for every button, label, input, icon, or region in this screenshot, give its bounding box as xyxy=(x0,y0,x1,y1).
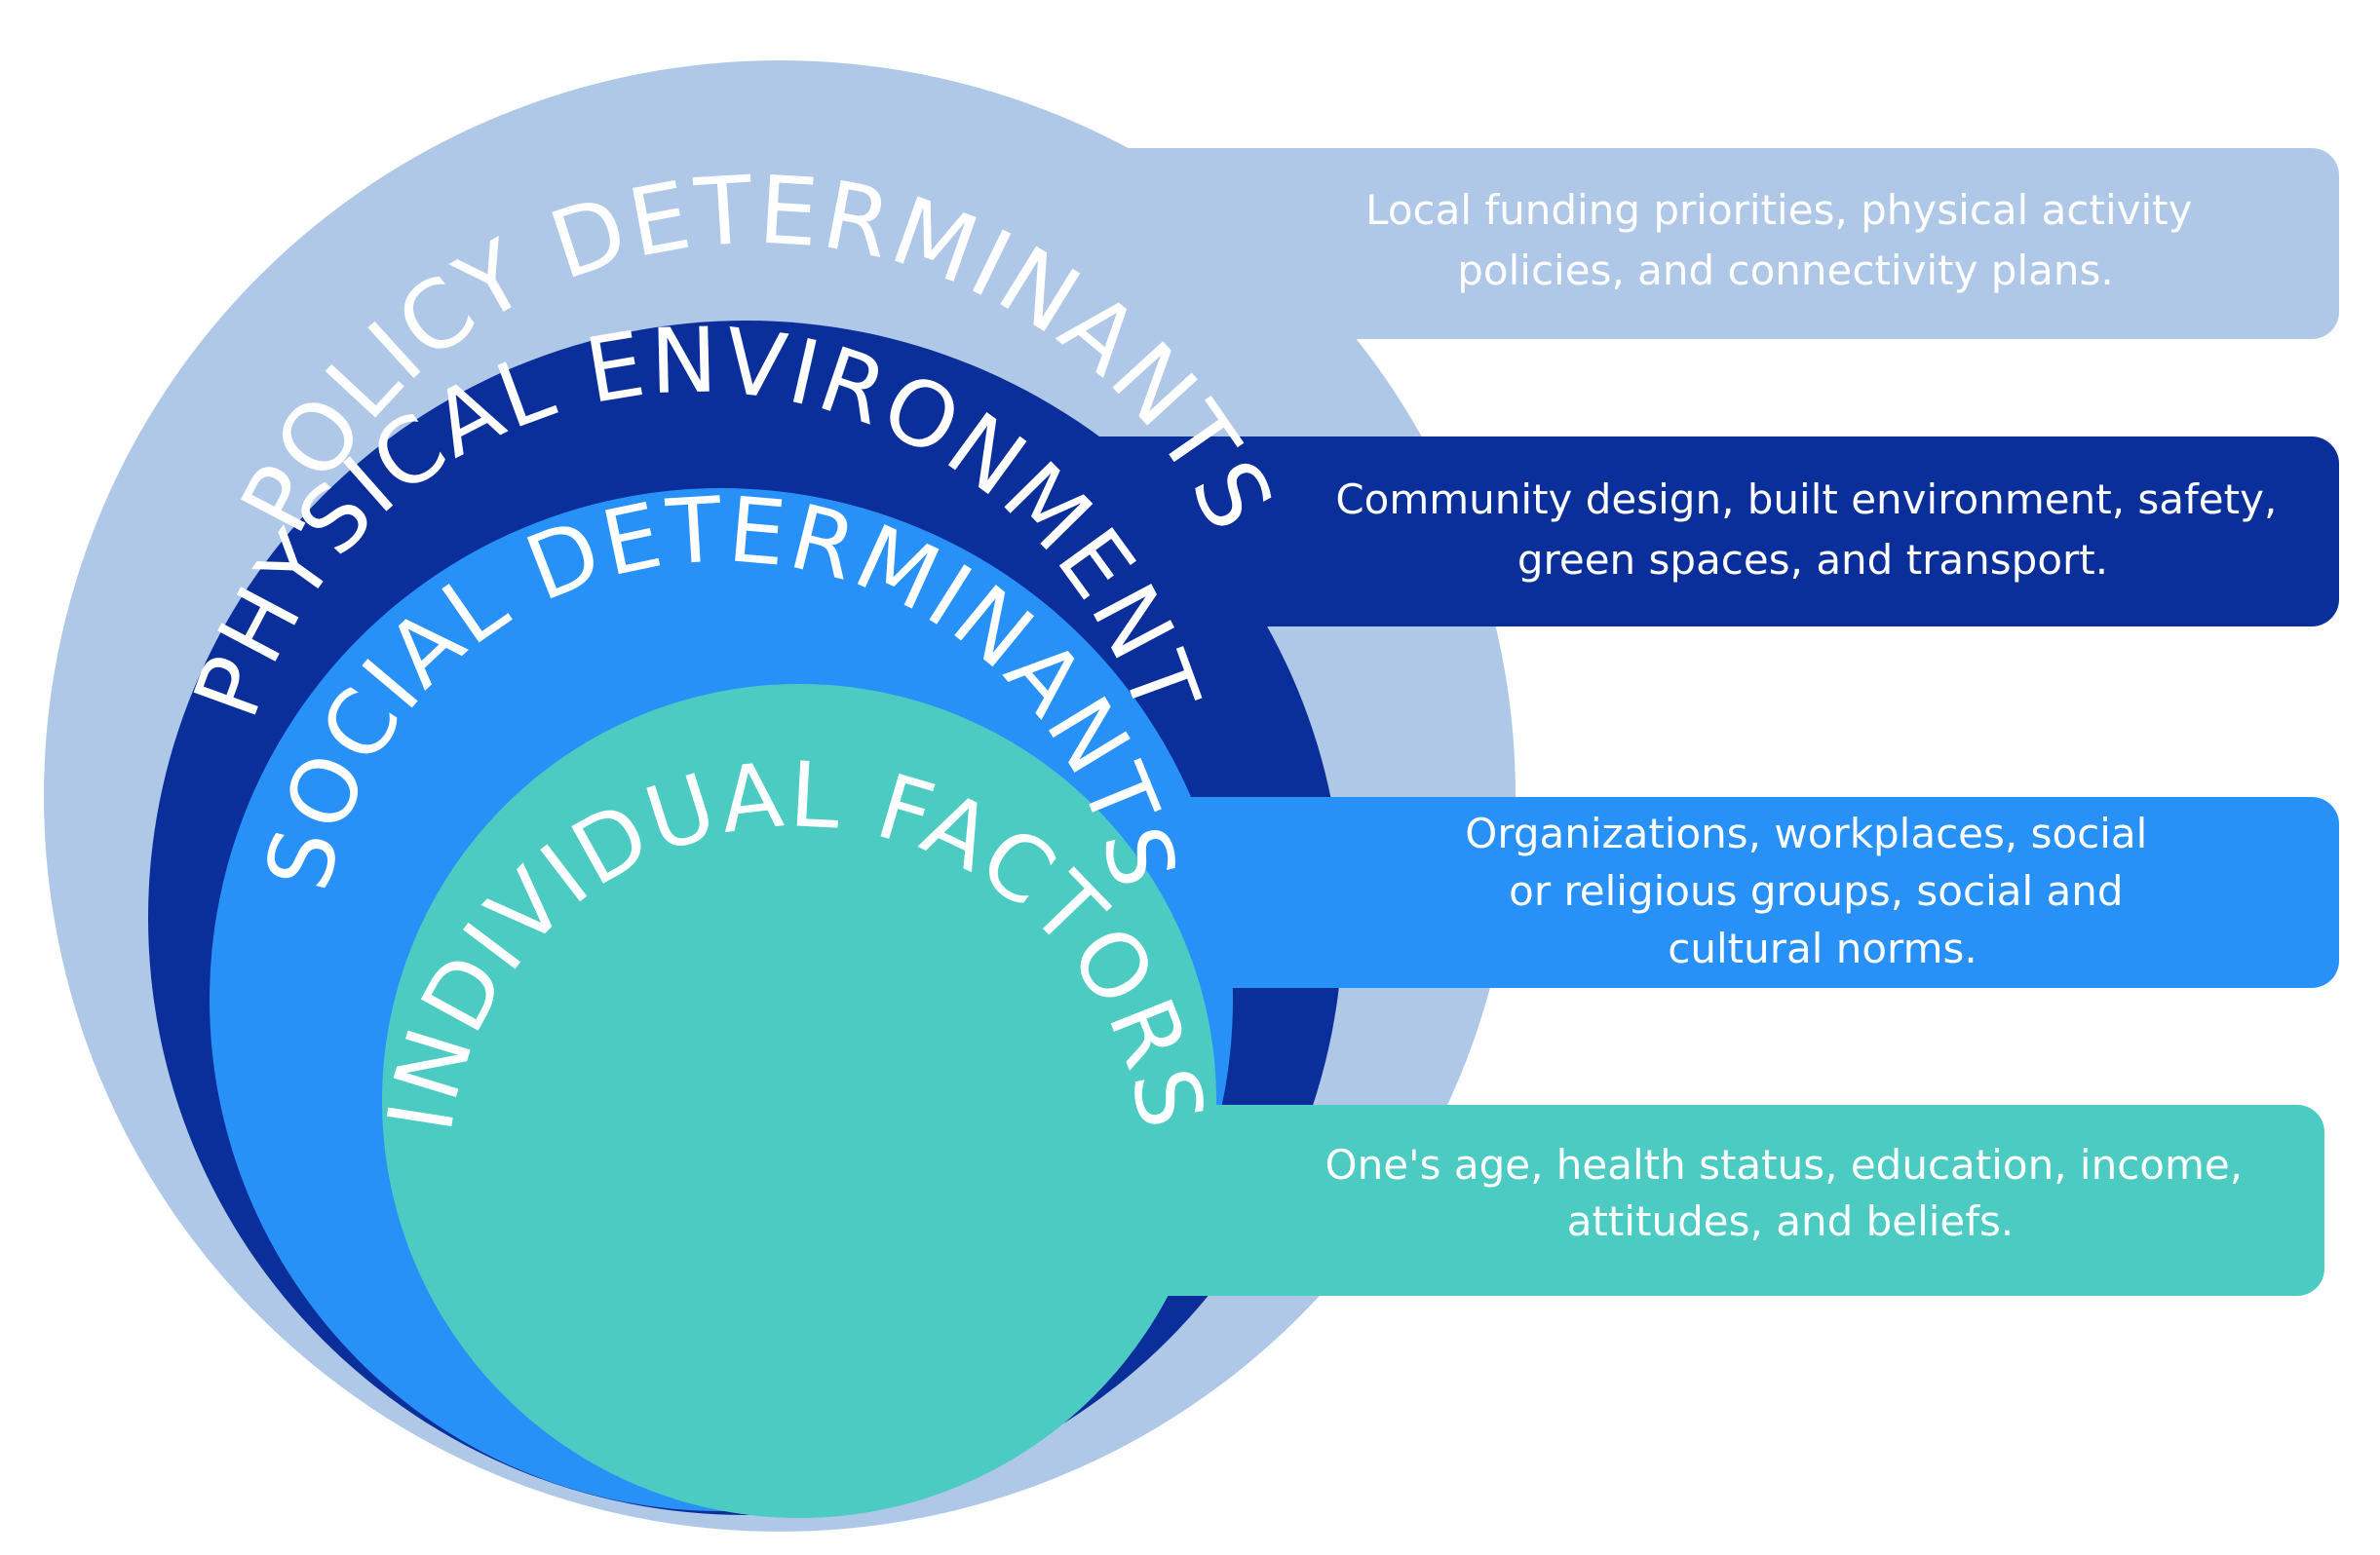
individual-layer xyxy=(382,684,2324,1518)
policy-description: Local funding priorities, physical activ… xyxy=(1365,186,2206,294)
individual-circle xyxy=(382,684,1216,1518)
individual-description-line: One's age, health status, education, inc… xyxy=(1325,1141,2244,1189)
physical-description-line: green spaces, and transport. xyxy=(1517,536,2108,584)
policy-description-box xyxy=(1072,148,2339,339)
social-description-line: cultural norms. xyxy=(1668,925,1977,972)
social-description-box xyxy=(1072,797,2339,988)
individual-description-box xyxy=(1072,1105,2324,1296)
physical-description-box xyxy=(1072,436,2339,626)
policy-description-line: Local funding priorities, physical activ… xyxy=(1365,186,2192,234)
social-description-line: or religious groups, social and xyxy=(1509,867,2123,915)
physical-description-line: Community design, built environment, saf… xyxy=(1335,475,2277,523)
physical-description: Community design, built environment, saf… xyxy=(1335,475,2289,584)
policy-description-line: policies, and connectivity plans. xyxy=(1457,247,2113,294)
social-description-line: Organizations, workplaces, social xyxy=(1465,810,2147,857)
social-description: Organizations, workplaces, social or rel… xyxy=(1465,810,2160,972)
individual-description: One's age, health status, education, inc… xyxy=(1325,1141,2256,1245)
individual-description-line: attitudes, and beliefs. xyxy=(1567,1197,2015,1245)
